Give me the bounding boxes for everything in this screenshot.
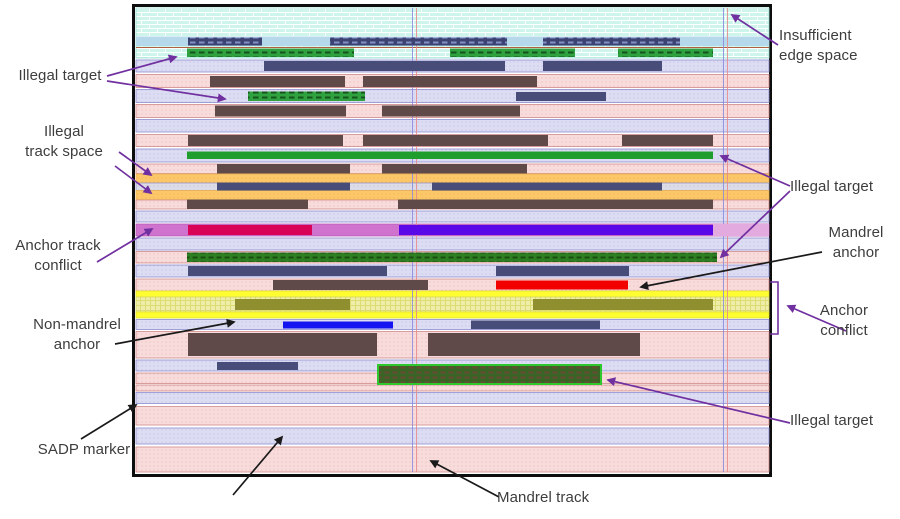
label-sadp-marker: SADP marker [37,441,131,458]
wire-bar [363,135,548,146]
illegal-target-bar [187,48,354,57]
label-mandrel-track: Mandrel track [497,489,590,506]
wire-bar [188,135,343,146]
track-lavender [135,392,770,404]
wire-bar [382,105,520,117]
wire-bar [471,320,600,329]
illegal-target-bar [187,151,713,159]
wire-bar [496,266,629,276]
wire-bar [210,76,345,87]
illegal-target-bar [187,252,717,262]
illegal-target-box [377,364,602,385]
wire-bar [382,164,527,174]
wire-bar [215,105,346,117]
arrow-illegal-target-2 [106,80,227,103]
wire-bar [217,164,350,174]
wire-bar [432,182,662,191]
mandrel-anchor-bar [496,280,628,290]
track-lavender [135,319,770,330]
anchor-conflict-band [135,290,770,298]
wire-bar [622,135,713,146]
anchor-conflict-bracket [770,281,779,335]
wire-bar [363,76,537,87]
arrow-non-mandrel-anchor [114,318,236,345]
track-lavender [135,237,770,251]
non-mandrel-anchor-bar [283,321,393,329]
track-lavender [135,119,770,133]
arrow-illegal-target-1 [106,54,178,77]
arrow-anchor-track-conflict [96,228,154,263]
label-illegal-track-space: Illegal track space [25,123,103,161]
mandrel-track [135,406,770,426]
target-bar [188,37,262,46]
wire-bar [543,61,662,71]
arrow-illegal-target-right-1 [719,154,791,187]
label-non-mandrel-anchor: Non-mandrel anchor [33,316,121,354]
wire-bar [398,199,713,209]
label-anchor-track-conflict: Anchor track conflict [15,237,101,275]
target-bar [450,48,575,57]
arrow-mandrel-track [429,460,500,498]
arrow-sadp-marker [80,404,138,440]
anchor-bar-violet [399,225,713,235]
non-mandrel-track [135,427,770,445]
arrow-illegal-track-space-1 [118,151,153,177]
wire-bar [428,333,640,356]
wire-bar [187,199,308,209]
target-bar [543,37,680,46]
anchor-bar-olive [235,299,350,310]
wire-bar [188,333,377,356]
wire-bar [273,280,428,290]
label-anchor-conflict: Anchor conflict [819,302,869,340]
label-illegal-target-top-left: Illegal target [18,67,102,84]
wire-bar [217,362,298,370]
arrow-anchor-conflict [786,304,847,332]
arrow-illegal-track-space-2 [114,165,153,195]
label-illegal-target-right: Illegal target [790,178,874,195]
anchor-conflict-band [135,311,770,319]
wire-bar [264,61,505,71]
target-bar [618,48,713,57]
illegal-target-bar [248,91,365,101]
label-illegal-target-bottom-right: Illegal target [790,412,874,429]
arrow-illegal-target-right-2 [719,190,791,259]
anchor-track-right [713,224,769,236]
track-pink [135,384,770,392]
arrow-illegal-target-bottom [606,377,791,424]
wire-bar [188,266,387,276]
arrow-unlabeled [232,435,284,496]
track-lavender [135,210,770,223]
wire-bar [217,182,350,191]
anchor-bar-olive [533,299,713,310]
label-insufficient-edge-space: Insufficient edge space [779,27,858,65]
illegal-space-band [135,190,770,201]
arrow-mandrel-anchor [639,251,823,291]
mandrel-track [135,446,770,473]
target-bar [330,37,507,46]
illegal-space-band [135,173,770,184]
track-lavender [135,89,770,103]
anchor-bar-crimson [188,225,312,235]
wire-bar [516,92,606,101]
arrow-insufficient-edge-space [730,14,779,46]
label-mandrel-anchor: Mandrel anchor [828,224,884,262]
